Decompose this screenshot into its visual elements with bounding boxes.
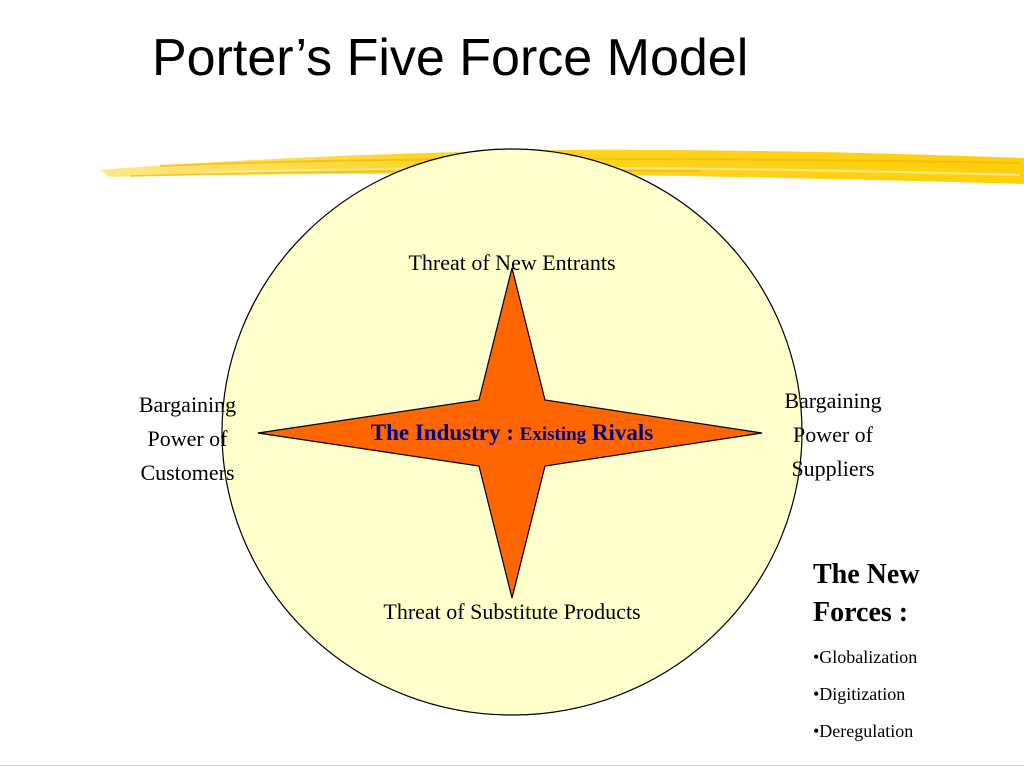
- industry-label-part3: Rivals: [586, 420, 654, 445]
- customers-line-2: Power of: [147, 426, 228, 451]
- industry-label-part2: Existing: [519, 424, 587, 445]
- industry-rivals-label: The Industry : Existing Rivals: [300, 420, 724, 446]
- suppliers-line-1: Bargaining: [784, 388, 882, 413]
- threat-substitutes-label: Threat of Substitute Products: [383, 599, 641, 624]
- four-point-star: [257, 267, 763, 599]
- new-forces-box: The New Forces : •Globalization •Digitiz…: [813, 556, 1013, 743]
- customers-line-1: Bargaining: [138, 392, 237, 417]
- new-forces-title-line1: The New: [813, 559, 920, 590]
- suppliers-bargaining-label: Bargaining Power of Suppliers: [748, 384, 918, 486]
- customers-line-3: Customers: [140, 460, 235, 485]
- suppliers-line-2: Power of: [792, 422, 874, 447]
- new-forces-title-line2: Forces :: [813, 597, 909, 628]
- new-force-item-globalization: •Globalization: [813, 647, 918, 667]
- industry-label-part1: The Industry :: [370, 420, 520, 445]
- threat-new-entrants-label: Threat of New Entrants: [408, 250, 616, 275]
- new-force-item-digitization: •Digitization: [813, 684, 906, 704]
- page-title: Porter’s Five Force Model: [152, 29, 749, 87]
- suppliers-line-3: Suppliers: [791, 456, 875, 481]
- customers-bargaining-label: Bargaining Power of Customers: [100, 388, 275, 490]
- new-force-item-deregulation: •Deregulation: [813, 721, 914, 741]
- footer-divider: [0, 765, 1024, 766]
